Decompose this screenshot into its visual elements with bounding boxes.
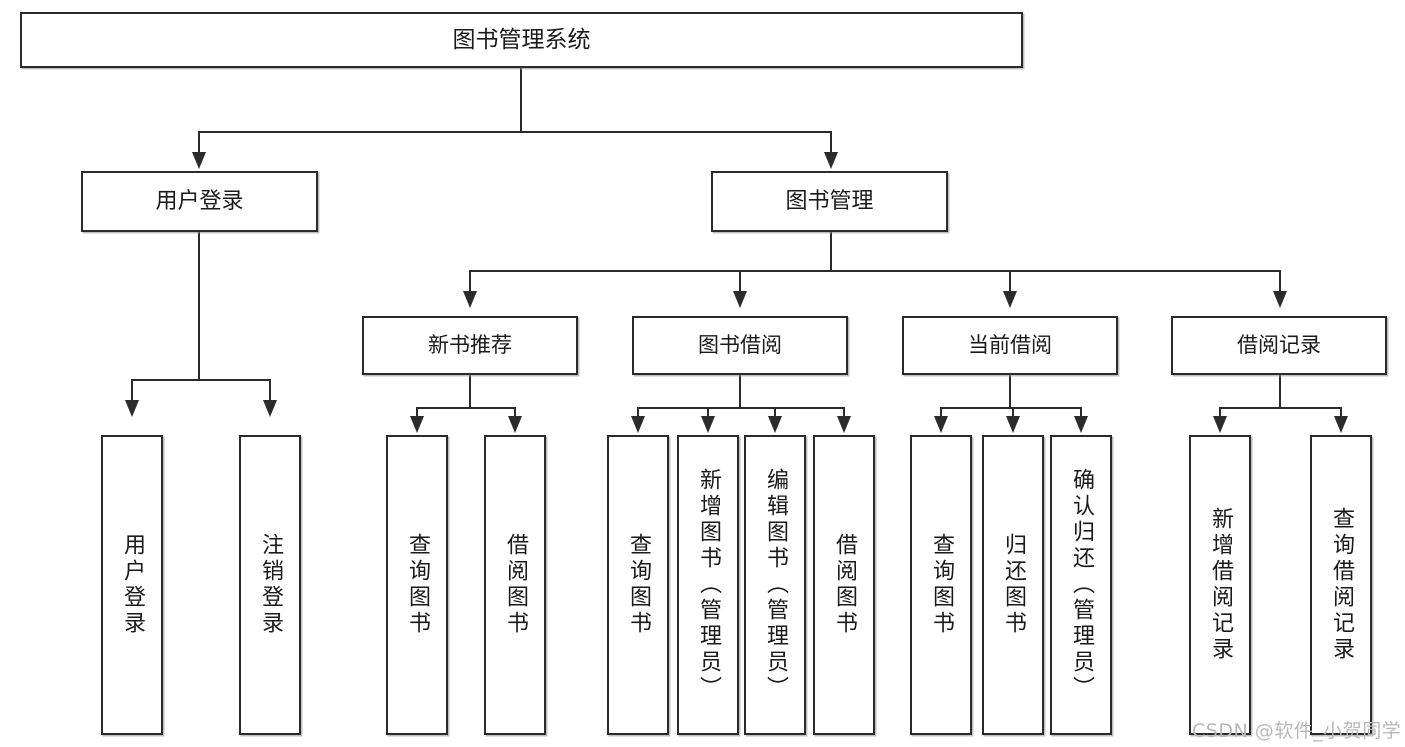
edge-book-manage-to-borrow — [739, 270, 741, 292]
node-leaf-confirm-return[interactable]: 确认归还（管理员） — [1050, 435, 1112, 735]
node-leaf-borrow-book-2[interactable]: 借阅图书 — [813, 435, 875, 735]
edge-book-manage-bus — [469, 270, 1280, 272]
arrow-borrow-to-leaf-1 — [631, 416, 645, 433]
arrow-book-manage-to-borrow — [733, 291, 747, 308]
edge-rec-to-leaf-1 — [416, 407, 418, 419]
node-label: 图书管理系统 — [452, 26, 591, 53]
edge-book-manage-to-record — [1279, 270, 1281, 292]
node-leaf-user-login[interactable]: 用户登录 — [101, 435, 163, 735]
arrow-borrow-to-leaf-2 — [701, 416, 715, 433]
edge-borrow-record-bus — [1219, 407, 1341, 409]
arrow-book-manage-to-current — [1003, 291, 1017, 308]
node-label: 借阅记录 — [1237, 333, 1321, 358]
node-label: 借阅图书 — [832, 533, 857, 637]
node-leaf-return-book[interactable]: 归还图书 — [982, 435, 1044, 735]
arrow-record-to-leaf-1 — [1213, 416, 1227, 433]
node-label: 归还图书 — [1001, 533, 1026, 637]
node-book-borrow[interactable]: 图书借阅 — [632, 316, 848, 375]
node-borrow-record[interactable]: 借阅记录 — [1171, 316, 1387, 375]
node-leaf-add-record[interactable]: 新增借阅记录 — [1189, 435, 1251, 735]
edge-new-book-rec-stem — [469, 375, 471, 408]
node-leaf-query-book-2[interactable]: 查询图书 — [607, 435, 669, 735]
node-user-login[interactable]: 用户登录 — [81, 171, 318, 232]
node-label: 编辑图书（管理员） — [763, 468, 788, 702]
edge-current-borrow-stem — [1009, 375, 1011, 408]
node-label: 用户登录 — [155, 188, 244, 214]
node-leaf-add-book[interactable]: 新增图书（管理员） — [677, 435, 739, 735]
node-label: 查询图书 — [626, 533, 651, 637]
edge-borrow-to-leaf-1 — [637, 407, 639, 419]
node-leaf-borrow-book-1[interactable]: 借阅图书 — [484, 435, 546, 735]
node-label: 借阅图书 — [503, 533, 528, 637]
edge-record-to-leaf-2 — [1340, 407, 1342, 419]
edge-user-login-to-leaf-1 — [131, 379, 133, 401]
node-leaf-query-book-3[interactable]: 查询图书 — [910, 435, 972, 735]
edge-rec-to-leaf-2 — [514, 407, 516, 419]
arrow-book-manage-to-record — [1273, 291, 1287, 308]
node-leaf-edit-book[interactable]: 编辑图书（管理员） — [744, 435, 806, 735]
edge-borrow-to-leaf-3 — [774, 407, 776, 419]
edge-root-stem — [520, 68, 522, 132]
edge-user-login-bus — [131, 379, 270, 381]
edge-book-manage-to-rec — [469, 270, 471, 292]
edge-current-to-leaf-3 — [1080, 407, 1082, 419]
node-label: 确认归还（管理员） — [1069, 468, 1094, 702]
node-label: 图书借阅 — [698, 333, 782, 358]
edge-new-book-rec-bus — [416, 407, 515, 409]
edge-book-manage-stem — [830, 232, 832, 271]
node-label: 当前借阅 — [968, 333, 1052, 358]
node-current-borrow[interactable]: 当前借阅 — [902, 316, 1118, 375]
node-label: 查询图书 — [929, 533, 954, 637]
edge-book-borrow-bus — [637, 407, 845, 409]
edge-root-to-user-login — [198, 131, 200, 154]
arrow-book-manage-to-rec — [463, 291, 477, 308]
node-label: 查询图书 — [405, 533, 430, 637]
edge-book-borrow-stem — [739, 375, 741, 408]
arrow-current-to-leaf-2 — [1006, 416, 1020, 433]
csdn-watermark: CSDN @软件_小贺同学 — [1192, 720, 1402, 742]
arrow-current-to-leaf-3 — [1074, 416, 1088, 433]
edge-current-to-leaf-1 — [940, 407, 942, 419]
node-label: 图书管理 — [785, 188, 874, 214]
edge-root-to-book-manage — [830, 131, 832, 154]
node-label: 新增图书（管理员） — [696, 468, 721, 702]
edge-current-to-leaf-2 — [1012, 407, 1014, 419]
node-label: 用户登录 — [120, 533, 145, 637]
arrow-borrow-to-leaf-4 — [837, 416, 851, 433]
edge-borrow-record-stem — [1279, 375, 1281, 408]
node-new-book-recommend[interactable]: 新书推荐 — [362, 316, 578, 375]
edge-current-borrow-bus — [940, 407, 1080, 409]
edge-record-to-leaf-1 — [1219, 407, 1221, 419]
arrow-borrow-to-leaf-3 — [768, 416, 782, 433]
edge-root-bus — [198, 131, 832, 133]
node-leaf-query-book-1[interactable]: 查询图书 — [386, 435, 448, 735]
arrow-rec-to-leaf-1 — [410, 416, 424, 433]
arrow-current-to-leaf-1 — [934, 416, 948, 433]
node-leaf-logout[interactable]: 注销登录 — [239, 435, 301, 735]
node-label: 查询借阅记录 — [1329, 507, 1354, 663]
edge-book-manage-to-current — [1009, 270, 1011, 292]
node-label: 新增借阅记录 — [1208, 507, 1233, 663]
edge-borrow-to-leaf-4 — [843, 407, 845, 419]
arrow-user-login-to-leaf-2 — [263, 400, 277, 417]
arrow-record-to-leaf-2 — [1334, 416, 1348, 433]
arrow-rec-to-leaf-2 — [508, 416, 522, 433]
node-leaf-query-record[interactable]: 查询借阅记录 — [1310, 435, 1372, 735]
edge-borrow-to-leaf-2 — [707, 407, 709, 419]
arrow-root-to-book-manage — [824, 152, 838, 169]
arrow-root-to-user-login — [192, 152, 206, 169]
arrow-user-login-to-leaf-1 — [125, 400, 139, 417]
node-root-system[interactable]: 图书管理系统 — [20, 12, 1023, 68]
edge-user-login-to-leaf-2 — [269, 379, 271, 401]
node-label: 新书推荐 — [428, 333, 512, 358]
node-label: 注销登录 — [258, 533, 283, 637]
node-book-manage[interactable]: 图书管理 — [711, 171, 948, 232]
edge-user-login-stem — [198, 232, 200, 380]
